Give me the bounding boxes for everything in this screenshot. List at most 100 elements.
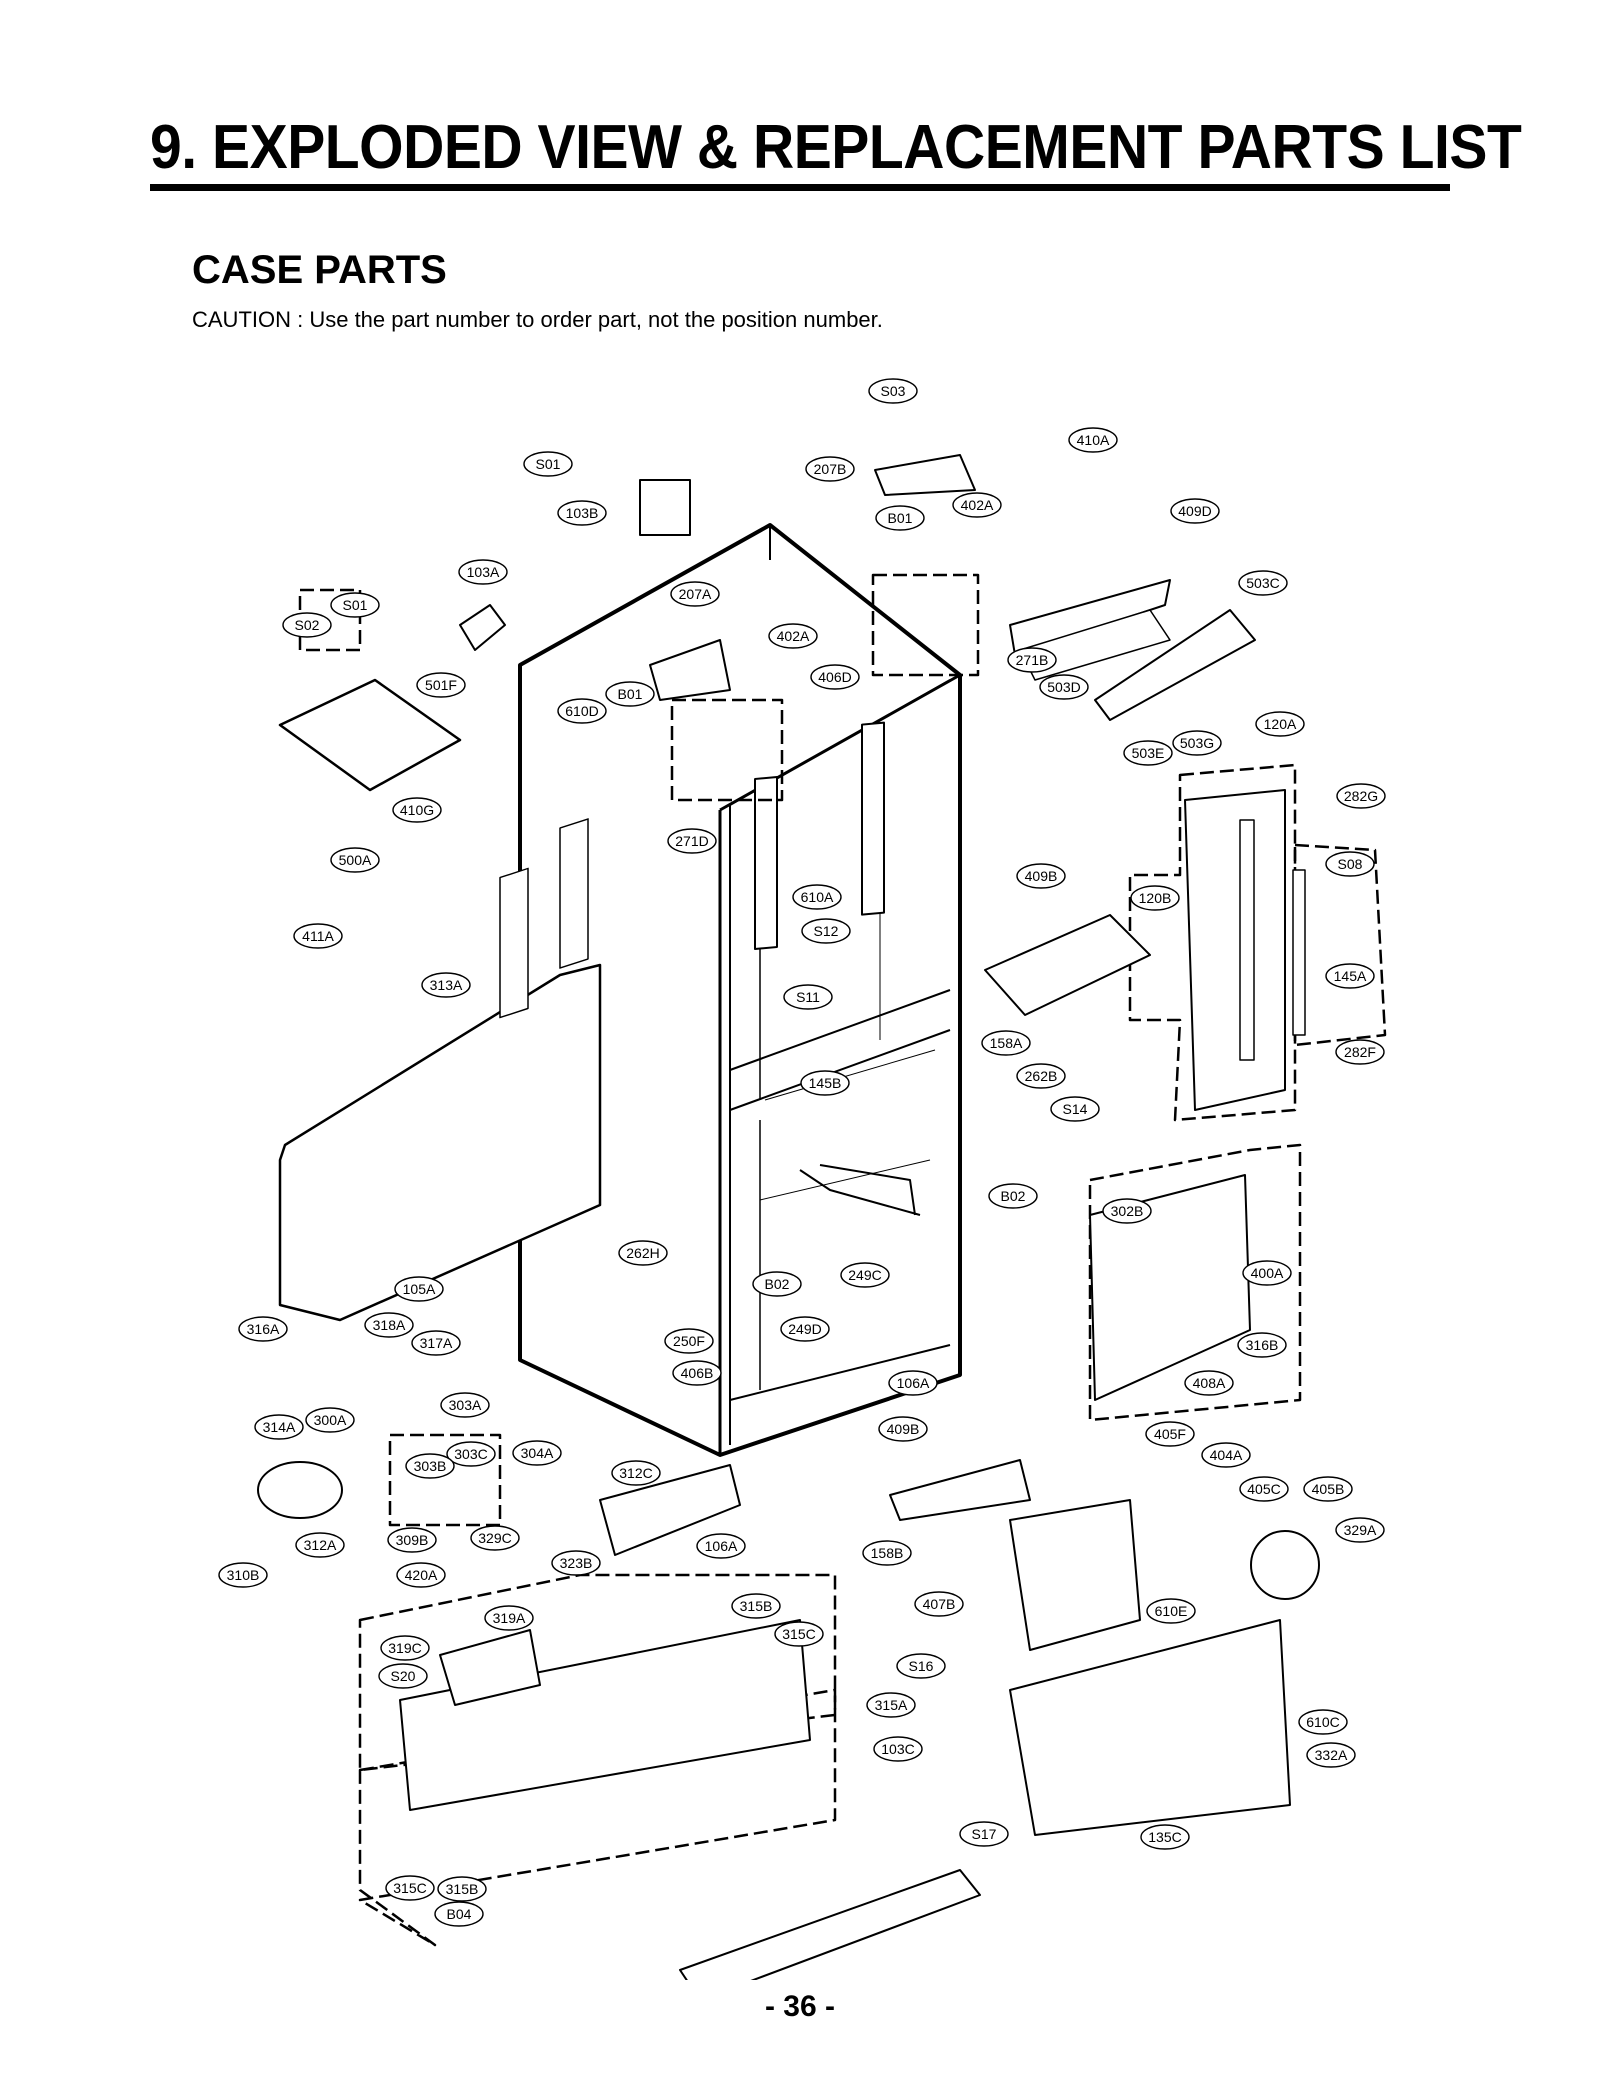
callout-label: 410A <box>1077 432 1110 448</box>
callout-249d: 249D <box>780 1316 830 1342</box>
callout-bubble <box>1255 711 1305 737</box>
callout-label: 302B <box>1111 1203 1144 1219</box>
callout-bubble <box>862 1540 912 1566</box>
callout-label: 329A <box>1344 1522 1377 1538</box>
callout-label: 315B <box>740 1598 773 1614</box>
callout-145b: 145B <box>800 1070 850 1096</box>
callout-bubble <box>988 1183 1038 1209</box>
callout-323b: 323B <box>551 1550 601 1576</box>
callout-420a: 420A <box>396 1562 446 1588</box>
callout-bubble <box>780 1316 830 1342</box>
callout-label: 404A <box>1210 1447 1243 1463</box>
callout-label: 407B <box>923 1596 956 1612</box>
callout-bubble <box>434 1901 484 1927</box>
callout-bubble <box>1123 740 1173 766</box>
callout-610a: 610A <box>792 884 842 910</box>
callout-319a: 319A <box>484 1605 534 1631</box>
callout-label: 409B <box>1025 868 1058 884</box>
callout-bubble <box>1303 1476 1353 1502</box>
callout-label: 503C <box>1246 575 1279 591</box>
callout-bubble <box>981 1030 1031 1056</box>
callout-label: S02 <box>295 617 320 633</box>
section-title: CASE PARTS <box>192 248 447 292</box>
callout-312c: 312C <box>611 1460 661 1486</box>
callout-409b: 409B <box>878 1416 928 1442</box>
callout-bubble <box>670 581 720 607</box>
callout-405f: 405F <box>1145 1421 1195 1447</box>
callout-314a: 314A <box>254 1414 304 1440</box>
callout-label: 303A <box>449 1397 482 1413</box>
callout-282g: 282G <box>1336 783 1386 809</box>
callout-bubble <box>387 1527 437 1553</box>
callout-label: 409D <box>1178 503 1211 519</box>
callout-bubble <box>378 1663 428 1689</box>
callout-label: 500A <box>339 852 372 868</box>
callout-bubble <box>667 828 717 854</box>
callout-bubble <box>512 1440 562 1466</box>
callout-bubble <box>801 918 851 944</box>
callout-label: 501F <box>425 677 457 693</box>
callout-411a: 411A <box>293 923 343 949</box>
callout-label: 271B <box>1016 652 1049 668</box>
callout-bubble <box>1336 783 1386 809</box>
callout-bubble <box>557 500 607 526</box>
callout-312a: 312A <box>295 1532 345 1558</box>
callout-103a: 103A <box>458 559 508 585</box>
callout-408a: 408A <box>1184 1370 1234 1396</box>
callout-label: B01 <box>618 686 643 702</box>
callout-302b: 302B <box>1102 1198 1152 1224</box>
callout-label: 610C <box>1306 1714 1339 1730</box>
callout-label: 315C <box>782 1626 815 1642</box>
parts-line-art <box>257 454 1320 1980</box>
callout-bubble <box>810 664 860 690</box>
diagram-artwork <box>257 454 1387 1980</box>
callout-610d: 610D <box>557 698 607 724</box>
callout-332a: 332A <box>1306 1742 1356 1768</box>
callout-label: 420A <box>405 1567 438 1583</box>
callout-503d: 503D <box>1039 674 1089 700</box>
callout-bubble <box>696 1533 746 1559</box>
callout-bubble <box>238 1316 288 1342</box>
callout-label: 409B <box>887 1421 920 1437</box>
cabinet-body <box>518 523 962 1457</box>
callout-bubble <box>1306 1742 1356 1768</box>
callout-bubble <box>416 672 466 698</box>
callout-bubble <box>664 1328 714 1354</box>
callout-bubble <box>1242 1260 1292 1286</box>
callout-bubble <box>218 1562 268 1588</box>
callout-bubble <box>1050 1096 1100 1122</box>
callout-bubble <box>1172 730 1222 756</box>
callout-bubble <box>878 1416 928 1442</box>
callout-label: 249C <box>848 1267 881 1283</box>
callout-bubble <box>282 612 332 638</box>
callout-label: 317A <box>420 1335 453 1351</box>
callout-label: 262B <box>1025 1068 1058 1084</box>
callout-label: 106A <box>897 1375 930 1391</box>
callout-bubble <box>731 1593 781 1619</box>
page-number: - 36 - <box>764 1990 836 2023</box>
callout-405c: 405C <box>1239 1476 1289 1502</box>
callout-bubble <box>396 1562 446 1588</box>
callout-label: B01 <box>888 510 913 526</box>
callout-s16: S16 <box>896 1653 946 1679</box>
callout-bubble <box>557 698 607 724</box>
callout-303c: 303C <box>446 1441 496 1467</box>
callout-label: 405F <box>1154 1426 1186 1442</box>
callout-label: 309B <box>396 1532 429 1548</box>
callout-bubble <box>896 1653 946 1679</box>
callout-s17: S17 <box>959 1821 1009 1847</box>
callout-bubble <box>840 1262 890 1288</box>
callout-label: 503E <box>1132 745 1165 761</box>
callout-304a: 304A <box>512 1440 562 1466</box>
callout-label: S01 <box>536 456 561 472</box>
callout-label: 303B <box>414 1458 447 1474</box>
callout-label: 158B <box>871 1545 904 1561</box>
callout-b01: B01 <box>875 505 925 531</box>
callout-s01: S01 <box>523 451 573 477</box>
callout-bubble <box>470 1525 520 1551</box>
callout-label: S16 <box>909 1658 934 1674</box>
callout-label: 316B <box>1246 1337 1279 1353</box>
callout-label: 145A <box>1334 968 1367 984</box>
callout-409d: 409D <box>1170 498 1220 524</box>
callout-label: S08 <box>1338 856 1363 872</box>
